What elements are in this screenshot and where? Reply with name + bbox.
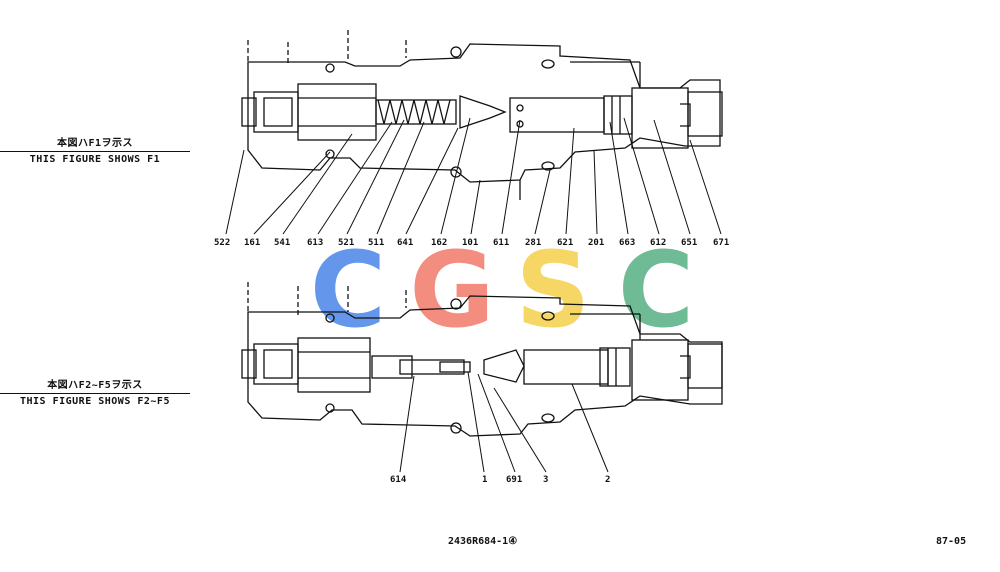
part-label: 611 [493,238,509,248]
part-label: 3 [543,475,548,485]
part-label: 201 [588,238,604,248]
part-label: 651 [681,238,697,248]
part-label: 1 [482,475,487,485]
part-label: 2 [605,475,610,485]
cgsc-watermark: C G S C [310,229,694,351]
caption-japanese: 本図ハF2~F5ヲ示ス [47,380,143,391]
part-label: 162 [431,238,447,248]
valve-assembly-f2-f5 [241,282,723,437]
part-label: 614 [390,475,407,485]
watermark-letter: S [516,229,591,351]
caption-english: THIS FIGURE SHOWS F1 [29,154,161,165]
part-label: 281 [525,238,541,248]
part-label: 613 [307,238,323,248]
part-label: 671 [713,238,729,248]
part-label: 161 [244,238,260,248]
watermark-letter: C [618,229,694,351]
part-label: 521 [338,238,354,248]
part-labels-f2-f5: 614 1 691 3 2 [390,475,610,485]
drawing-number: 2436R684-1④ [448,536,518,547]
caption-japanese: 本図ハF1ヲ示ス [56,138,134,149]
watermark-letter: G [409,229,494,351]
valve-assembly-f1 [241,30,723,200]
page-number: 87-05 [936,536,967,547]
part-label: 511 [368,238,384,248]
part-labels-f1: 522 161 541 613 521 511 641 162 101 611 … [214,238,729,248]
figure-caption-f2-f5: 本図ハF2~F5ヲ示ス THIS FIGURE SHOWS F2~F5 [0,379,190,408]
part-label: 612 [650,238,666,248]
part-label: 621 [557,238,573,248]
leader-lines-top [225,117,722,235]
part-label: 663 [619,238,635,248]
part-label: 101 [462,238,478,248]
figure-caption-f1: 本図ハF1ヲ示ス THIS FIGURE SHOWS F1 [0,137,190,166]
leader-lines-bottom [399,371,609,473]
part-label: 541 [274,238,290,248]
part-label: 641 [397,238,413,248]
part-label: 522 [214,238,230,248]
caption-english: THIS FIGURE SHOWS F2~F5 [20,396,170,407]
part-label: 691 [506,475,522,485]
